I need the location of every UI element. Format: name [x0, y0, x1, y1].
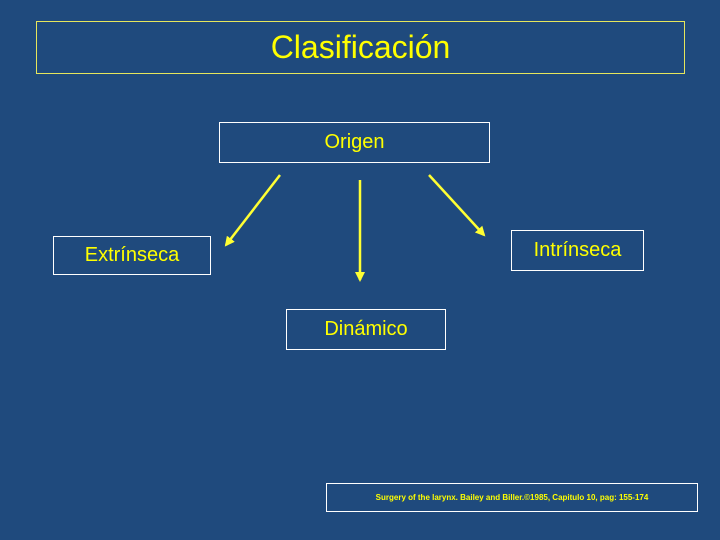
intrinseca-label: Intrínseca — [533, 239, 622, 261]
slide-title-box: Clasificación — [36, 21, 685, 74]
dinamico-label: Dinámico — [324, 318, 408, 340]
extrinseca-node: Extrínseca — [53, 236, 211, 275]
reference-text: Surgery of the larynx. Bailey and Biller… — [375, 493, 649, 502]
intrinseca-node: Intrínseca — [511, 230, 644, 271]
arrow-to-intrinseca — [428, 174, 486, 237]
arrow-to-extrinseca — [224, 174, 281, 247]
slide-title: Clasificación — [270, 29, 451, 65]
origen-node: Origen — [219, 122, 490, 163]
dinamico-node: Dinámico — [286, 309, 446, 350]
origen-label: Origen — [324, 131, 385, 153]
extrinseca-label: Extrínseca — [84, 244, 180, 266]
reference-box: Surgery of the larynx. Bailey and Biller… — [326, 483, 698, 512]
